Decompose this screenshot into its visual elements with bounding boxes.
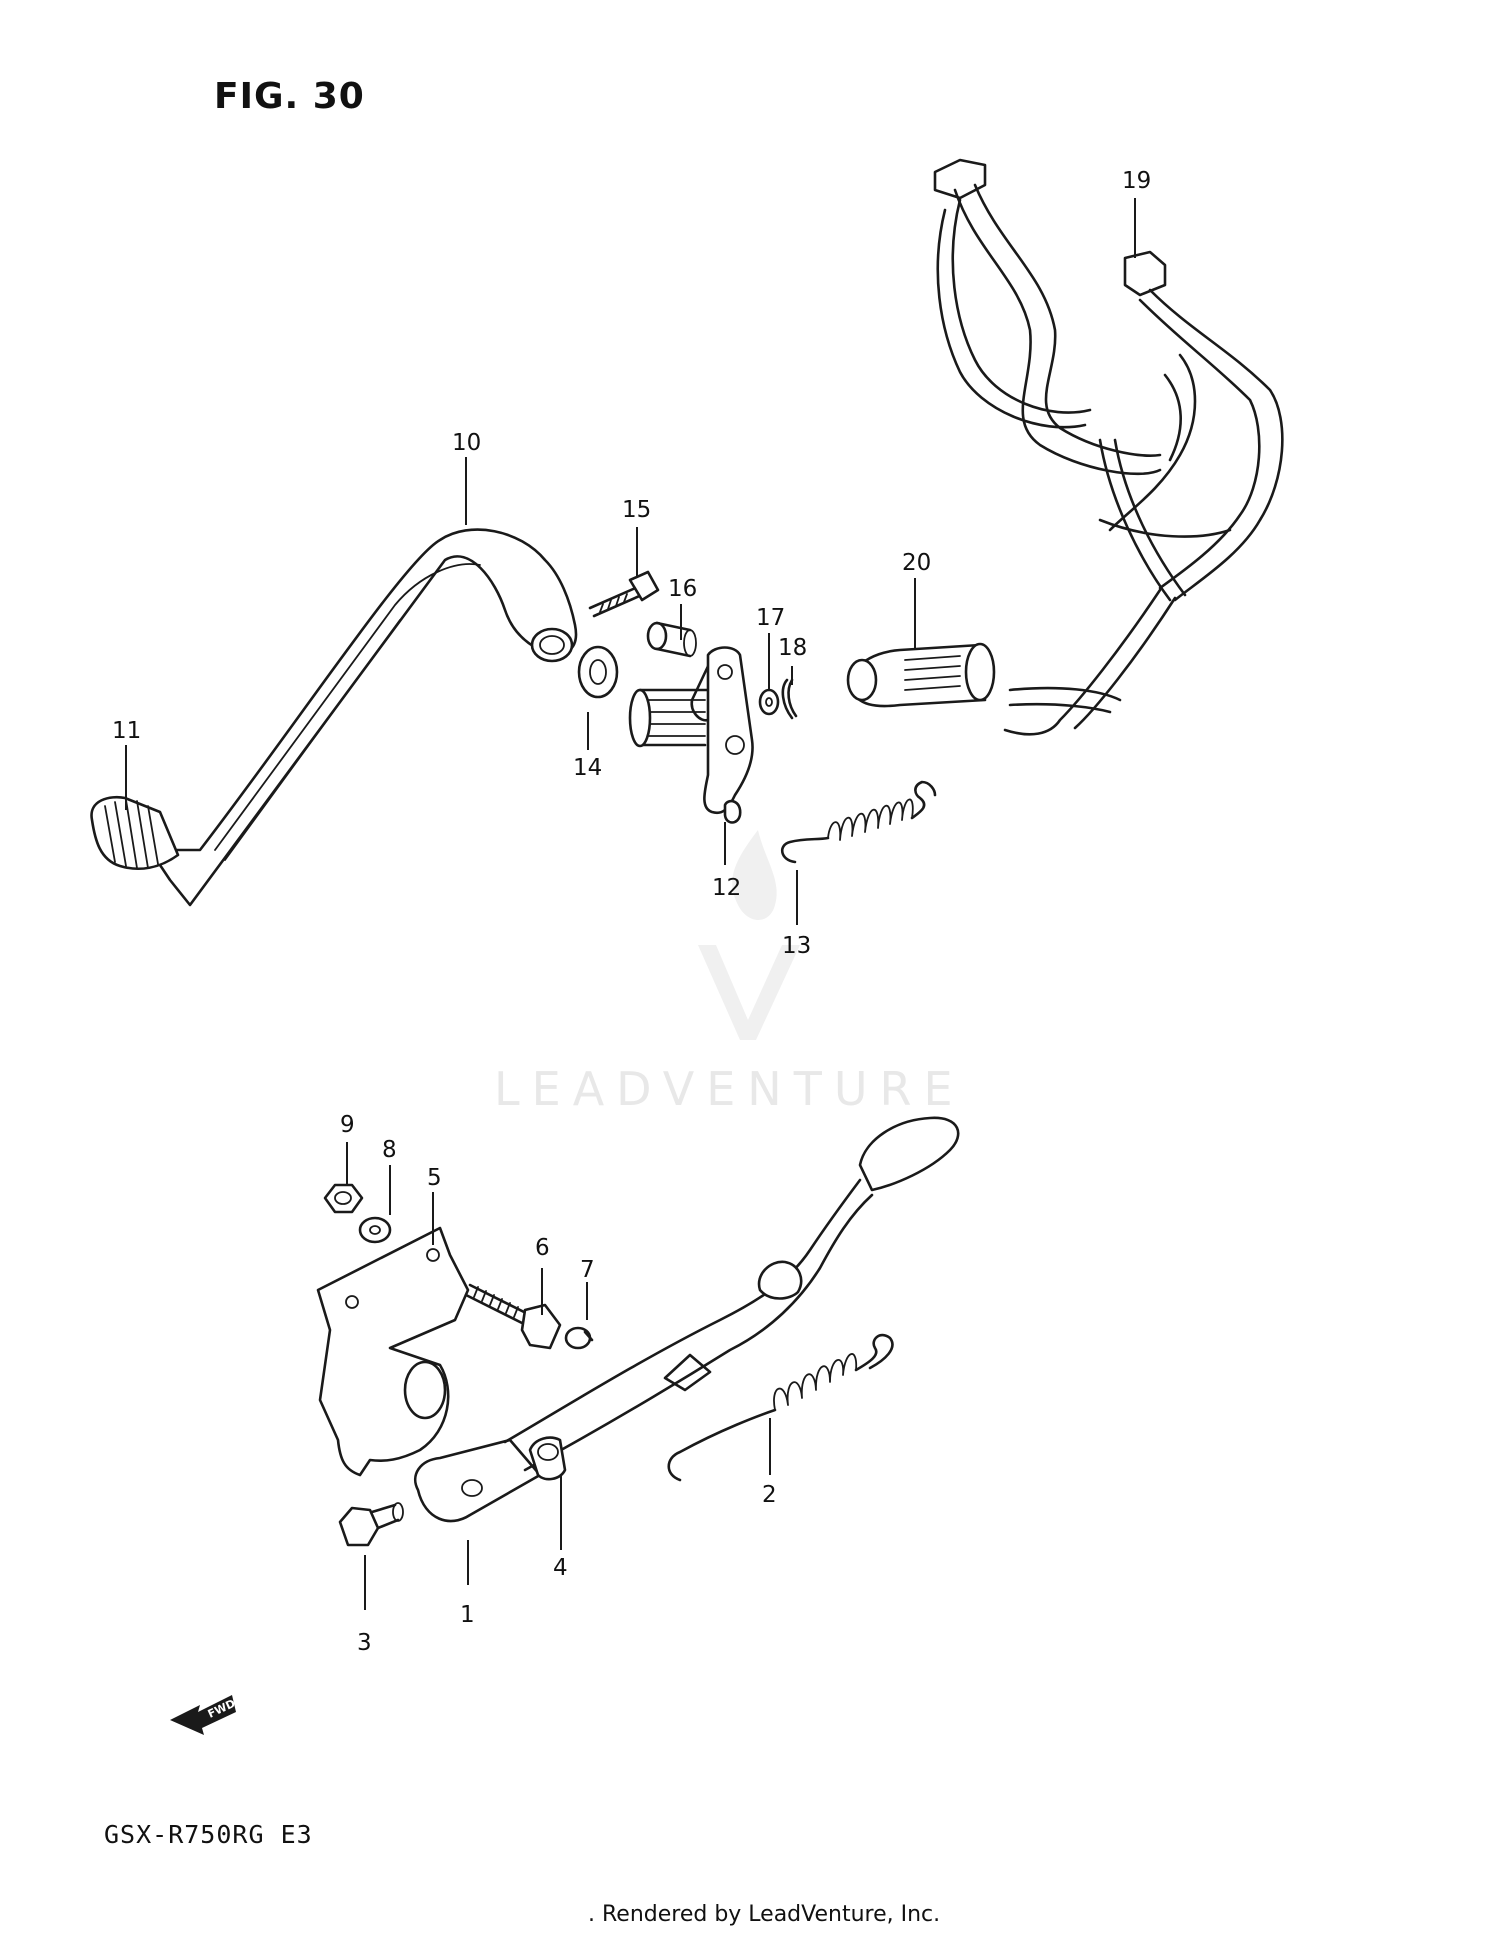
callout-19: 19 bbox=[1122, 168, 1151, 194]
callout-10: 10 bbox=[452, 430, 481, 456]
callout-14: 14 bbox=[573, 755, 602, 781]
callout-3: 3 bbox=[357, 1630, 372, 1656]
render-credit: . Rendered by LeadVenture, Inc. bbox=[588, 1902, 941, 1927]
figure-title: FIG. 30 bbox=[214, 76, 365, 117]
callout-8: 8 bbox=[382, 1137, 397, 1163]
callout-1: 1 bbox=[460, 1602, 475, 1628]
callout-18: 18 bbox=[778, 635, 807, 661]
washer-8 bbox=[358, 1216, 392, 1244]
callout-16: 16 bbox=[668, 576, 697, 602]
callout-7: 7 bbox=[580, 1257, 595, 1283]
arm-12 bbox=[628, 646, 754, 824]
callout-5: 5 bbox=[427, 1165, 442, 1191]
spring-2 bbox=[667, 1333, 894, 1482]
callout-4: 4 bbox=[553, 1555, 568, 1581]
callout-12: 12 bbox=[712, 875, 741, 901]
bolt-6 bbox=[464, 1283, 562, 1350]
callout-13: 13 bbox=[782, 933, 811, 959]
pin-16 bbox=[646, 621, 697, 658]
bolt-3 bbox=[338, 1502, 404, 1547]
callout-6: 6 bbox=[535, 1235, 550, 1261]
nut-9 bbox=[323, 1183, 364, 1214]
footrest-20 bbox=[846, 642, 996, 708]
washer-17 bbox=[758, 688, 780, 716]
pin-7 bbox=[564, 1326, 594, 1350]
bolt-15 bbox=[588, 570, 660, 618]
callout-9: 9 bbox=[340, 1112, 355, 1138]
spring-13 bbox=[781, 780, 937, 864]
side-stand-1 bbox=[413, 1116, 960, 1523]
fwd-arrow-icon: FWD bbox=[170, 1695, 237, 1735]
callout-20: 20 bbox=[902, 550, 931, 576]
bracket-5 bbox=[316, 1226, 470, 1477]
callout-11: 11 bbox=[112, 718, 141, 744]
washer-14 bbox=[577, 645, 619, 699]
callout-15: 15 bbox=[622, 497, 651, 523]
watermark-logo bbox=[698, 830, 800, 1040]
callout-17: 17 bbox=[756, 605, 785, 631]
pedal-rubber bbox=[90, 795, 180, 870]
collar-4 bbox=[528, 1436, 567, 1481]
callout-2: 2 bbox=[762, 1482, 777, 1508]
callout-leaders bbox=[125, 198, 1136, 1610]
watermark-text: LEADVENTURE bbox=[494, 1062, 965, 1116]
cotter-pin-18 bbox=[781, 678, 798, 720]
guard-frame-19 bbox=[933, 158, 1284, 736]
pedal-lever bbox=[148, 528, 578, 907]
callout-labels: 1 2 3 4 5 6 7 8 9 10 11 12 13 14 15 16 1… bbox=[112, 168, 1151, 1656]
model-code: GSX-R750RG E3 bbox=[104, 1820, 313, 1849]
